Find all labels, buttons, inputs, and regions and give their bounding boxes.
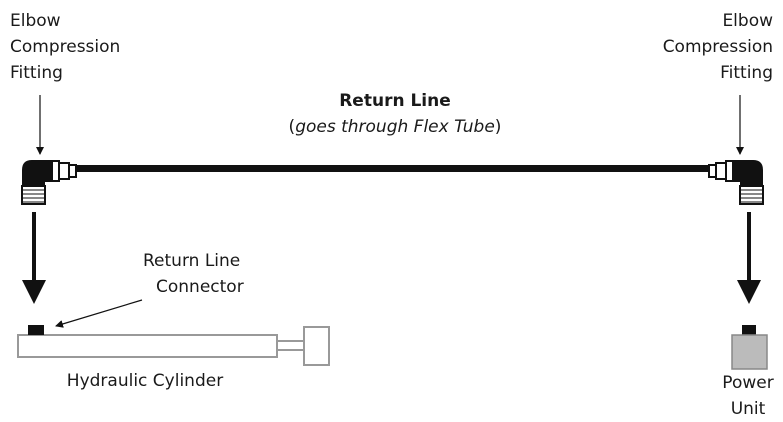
right-elbow-fitting	[708, 160, 764, 205]
left-fitting-label: Elbow Compression Fitting	[10, 11, 121, 83]
return-line-connector	[28, 325, 44, 335]
power-unit-label: Power Unit	[722, 373, 774, 419]
left-flow-arrow	[22, 212, 46, 304]
right-fitting-label: Elbow Compression Fitting	[662, 11, 773, 83]
power-unit	[731, 325, 768, 370]
connector-pointer-arrow	[55, 299, 143, 328]
return-line-subtitle: (goes through Flex Tube)	[288, 117, 502, 137]
return-line-title: Return Line	[339, 91, 451, 111]
return-line-tube	[75, 165, 712, 172]
hydraulic-cylinder	[17, 325, 330, 366]
right-flow-arrow	[737, 212, 761, 304]
return-line-label: Return Line (goes through Flex Tube)	[270, 88, 520, 140]
cylinder-label: Hydraulic Cylinder	[66, 371, 224, 391]
connector-label: Return Line Connector	[143, 251, 244, 297]
left-elbow-fitting	[21, 160, 77, 205]
